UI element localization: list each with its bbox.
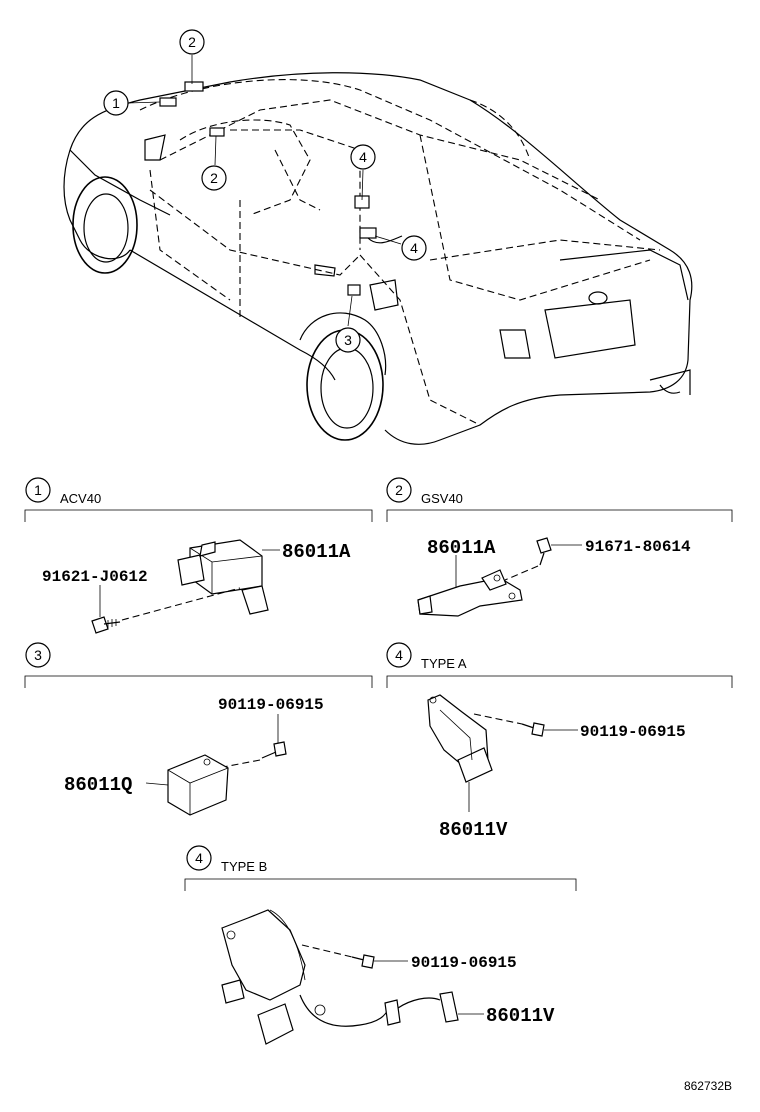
diagram-code: 862732B: [684, 1079, 732, 1093]
svg-text:1: 1: [112, 95, 120, 111]
svg-text:4: 4: [410, 240, 418, 256]
section-4a-number-circle: [386, 642, 412, 668]
bolt-90119-06915-type-b: [351, 954, 375, 969]
part-86011v-type-b-label: 86011V: [486, 1005, 555, 1027]
section-1-label: ACV40: [60, 491, 101, 506]
svg-text:4: 4: [359, 149, 367, 165]
section-4a-label: TYPE A: [421, 656, 467, 671]
sensor-86011v-type-a: [427, 694, 493, 783]
overview-leaders: [127, 55, 402, 327]
section-1-bracket: [24, 509, 373, 522]
part-90119-06915-type-b-label: 90119-06915: [411, 954, 517, 972]
part-86011q-label: 86011Q: [64, 774, 132, 796]
section-4b-number-circle: [186, 845, 212, 871]
sensor-86011q: [167, 754, 229, 816]
section-1-number-circle: [25, 477, 51, 503]
section-4b-label: TYPE B: [221, 859, 267, 874]
part-86011v-type-a-label: 86011V: [439, 819, 508, 841]
section-4-type-b: 4 TYPE B 86011V 90119-06915: [184, 845, 577, 1045]
callout-4-lower: 4: [401, 235, 427, 261]
svg-text:2: 2: [188, 34, 196, 50]
part-90119-06915-type-a-label: 90119-06915: [580, 723, 686, 741]
part-91671-80614-label: 91671-80614: [585, 538, 691, 556]
svg-text:2: 2: [210, 170, 218, 186]
sensor-86011a-acv40: [177, 539, 269, 615]
callout-4-upper: 4: [350, 144, 376, 170]
section-3-bracket: [24, 675, 373, 688]
callout-3: 3: [335, 327, 361, 353]
section-2-label: GSV40: [421, 491, 463, 506]
sensor-86011v-type-b: [221, 909, 459, 1045]
callout-1: 1: [103, 90, 129, 116]
bolt-91671-80614: [536, 537, 552, 566]
bolt-90119-06915-type-a: [521, 722, 545, 737]
section-4a-bracket: [386, 675, 733, 688]
section-2-bracket: [386, 509, 733, 522]
section-3-number: 3: [34, 647, 42, 663]
section-3-number-circle: [25, 642, 51, 668]
section-4b-number: 4: [195, 850, 203, 866]
section-3: 3 90119-06915 86011Q: [24, 642, 373, 816]
section-4b-bracket: [184, 878, 577, 891]
sensor-86011a-gsv40: [417, 569, 523, 617]
car-overview: [63, 72, 693, 445]
callout-2-mid: 2: [201, 165, 227, 191]
section-2-number-circle: [386, 477, 412, 503]
section-1-number: 1: [34, 482, 42, 498]
part-90119-06915-sec3-label: 90119-06915: [218, 696, 324, 714]
section-2-gsv40: 2 GSV40 86011A 91671-80614: [386, 477, 733, 617]
part-86011a-gsv40-label: 86011A: [427, 537, 496, 559]
part-86011a-acv40-label: 86011A: [282, 541, 351, 563]
section-4-type-a: 4 TYPE A 86011V 90119-06915: [386, 642, 733, 841]
bolt-91621-j0612: [91, 616, 121, 634]
bolt-90119-06915-sec3: [261, 741, 287, 759]
section-1-acv40: 1 ACV40 86011A 91621-J0612: [24, 477, 373, 634]
svg-text:3: 3: [344, 332, 352, 348]
callout-2-top: 2: [179, 29, 205, 55]
section-2-number: 2: [395, 482, 403, 498]
section-4a-number: 4: [395, 647, 403, 663]
part-91621-j0612-label: 91621-J0612: [42, 568, 148, 586]
